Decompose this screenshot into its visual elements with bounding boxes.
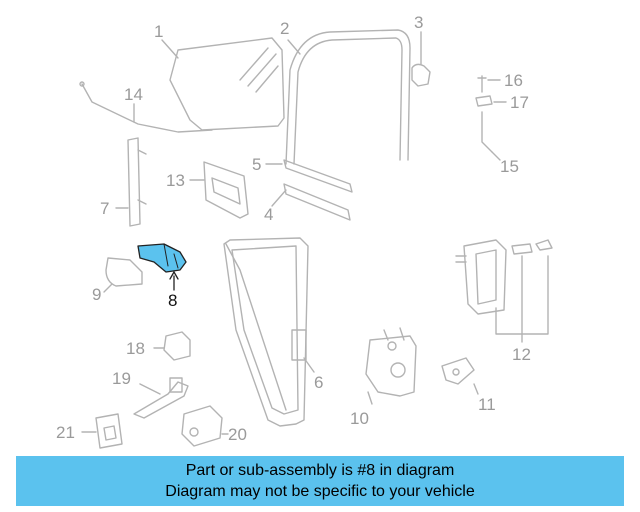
glass-run-channel-part (285, 29, 411, 165)
callout-10: 10 (350, 409, 369, 428)
callout-1: 1 (154, 22, 164, 41)
callout-17: 17 (510, 93, 529, 112)
callout-3: 3 (414, 13, 424, 32)
callout-15: 15 (500, 157, 519, 176)
bezel-part (103, 257, 143, 293)
lock-assembly-part (455, 239, 553, 343)
callout-5: 5 (252, 155, 262, 174)
regulator-part (223, 237, 315, 427)
callout-16: 16 (504, 71, 523, 90)
callout-18: 18 (126, 339, 145, 358)
rod-part-15 (481, 111, 501, 161)
callout-4: 4 (264, 205, 274, 224)
callout-19: 19 (112, 369, 131, 388)
bracket-part-21 (81, 413, 123, 449)
door-glass-part (161, 37, 285, 131)
latch-part (365, 327, 417, 405)
banner-line-1: Part or sub-assembly is #8 in diagram (185, 462, 455, 479)
callout-20: 20 (228, 425, 247, 444)
clip-part-17 (475, 95, 507, 107)
callout-8: 8 (168, 291, 178, 310)
clip-part-3 (411, 31, 431, 87)
hinge-part-18 (153, 331, 191, 361)
striker-part (441, 357, 479, 395)
callout-13: 13 (166, 171, 185, 190)
hinge-part-20 (181, 405, 229, 447)
callout-11: 11 (478, 395, 496, 414)
bracket-part-7 (115, 137, 147, 227)
callout-6: 6 (314, 373, 324, 392)
callout-14: 14 (124, 85, 143, 104)
check-arm-part (133, 377, 189, 419)
diagram-drawing (79, 29, 553, 449)
inside-handle-part-8 (137, 243, 187, 291)
screw-part-16 (477, 75, 501, 93)
control-plate-part (189, 161, 249, 219)
callout-2: 2 (280, 19, 290, 38)
callout-21: 21 (56, 423, 75, 442)
callout-12: 12 (512, 345, 531, 364)
info-banner: Part or sub-assembly is #8 in diagram Di… (16, 456, 624, 506)
callout-7: 7 (100, 199, 110, 218)
banner-line-2: Diagram may not be specific to your vehi… (165, 483, 475, 500)
callout-9: 9 (92, 285, 102, 304)
weatherstrip-part-5 (265, 159, 353, 193)
rod-part (79, 81, 213, 133)
weatherstrip-part-4 (271, 183, 351, 221)
